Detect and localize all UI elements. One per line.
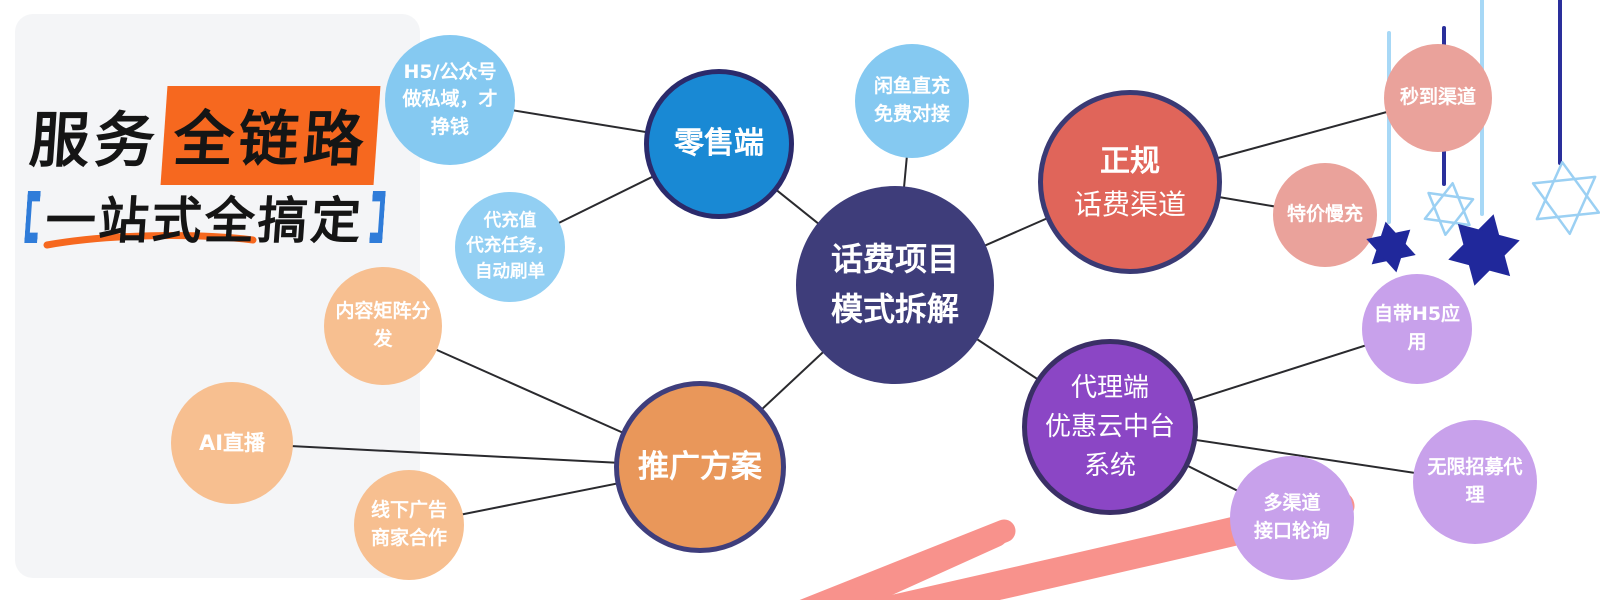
orange-underline-swoosh — [43, 232, 257, 249]
leaf-line: H5/公众号 — [403, 60, 497, 83]
leaf-line: 特价慢充 — [1286, 203, 1363, 226]
left-bracket-accent-icon — [24, 191, 41, 243]
leaf-line: 商家合作 — [370, 527, 447, 549]
leaf-line: 用 — [1407, 331, 1427, 353]
node-agent-line: 系统 — [1083, 450, 1136, 481]
node-formal-channel-subtitle: 话费渠道 — [1073, 187, 1186, 221]
leaf-line: 发 — [373, 328, 393, 350]
headline-line1: 服务 全链路 — [27, 86, 381, 185]
node-promotion: 推广方案 — [614, 381, 786, 553]
leaf-line: 多渠道 — [1263, 492, 1321, 515]
node-content-matrix: 内容矩阵分 发 — [324, 267, 442, 385]
node-xianyu-direct: 闲鱼直充 免费对接 — [855, 44, 969, 158]
node-center-line: 话费项目 — [830, 240, 959, 279]
leaf-line: 接口轮询 — [1253, 520, 1330, 542]
leaf-line: 自带H5应 — [1373, 303, 1461, 326]
headline-line2-text: 一站式全搞定 — [43, 192, 366, 250]
node-agent-platform: 代理端 优惠云中台 系统 — [1022, 339, 1198, 515]
leaf-line: 理 — [1465, 484, 1485, 506]
leaf-line: 秒到渠道 — [1399, 86, 1476, 109]
node-instant-channel: 秒到渠道 — [1384, 44, 1492, 152]
node-formal-channel: 正规 话费渠道 — [1038, 90, 1222, 274]
leaf-line: AI直播 — [198, 430, 266, 455]
node-h5-app: 自带H5应 用 — [1362, 274, 1472, 384]
leaf-line: 线下广告 — [370, 499, 447, 522]
leaf-line: 代充任务， — [466, 236, 554, 257]
node-formal-channel-title: 正规 — [1100, 143, 1160, 179]
leaf-line: 做私域，才 — [402, 88, 498, 111]
node-center-huafei-project: 话费项目 模式拆解 — [796, 186, 994, 384]
headline-line1-prefix: 服务 — [27, 106, 163, 176]
node-ai-livestream: AI直播 — [171, 382, 293, 504]
leaf-line: 无限招募代 — [1427, 456, 1523, 479]
headline-line2: 一站式全搞定 — [23, 181, 386, 253]
leaf-line: 内容矩阵分 — [335, 300, 431, 323]
leaf-line: 免费对接 — [873, 103, 950, 125]
leaf-line: 自动刷单 — [475, 261, 545, 282]
node-agent-line: 代理端 — [1070, 372, 1149, 403]
leaf-line: 挣钱 — [430, 115, 469, 138]
node-offline-ads: 线下广告 商家合作 — [354, 470, 464, 580]
node-multi-channel-polling: 多渠道 接口轮询 — [1230, 456, 1354, 580]
node-unlimited-agents: 无限招募代 理 — [1413, 420, 1537, 544]
leaf-line: 代充值 — [483, 210, 537, 231]
headline-line1-highlight: 全链路 — [160, 86, 381, 185]
node-discount-slow-charge: 特价慢充 — [1273, 163, 1377, 267]
node-recharge-task: 代充值 代充任务， 自动刷单 — [455, 192, 565, 302]
node-center-line: 模式拆解 — [830, 290, 959, 328]
node-retail: 零售端 — [644, 69, 794, 219]
node-promotion-label: 推广方案 — [638, 448, 762, 485]
node-h5-private-domain: H5/公众号 做私域，才 挣钱 — [385, 35, 515, 165]
node-retail-label: 零售端 — [674, 126, 764, 162]
node-agent-line: 优惠云中台 — [1044, 411, 1175, 442]
leaf-line: 闲鱼直充 — [873, 75, 950, 98]
